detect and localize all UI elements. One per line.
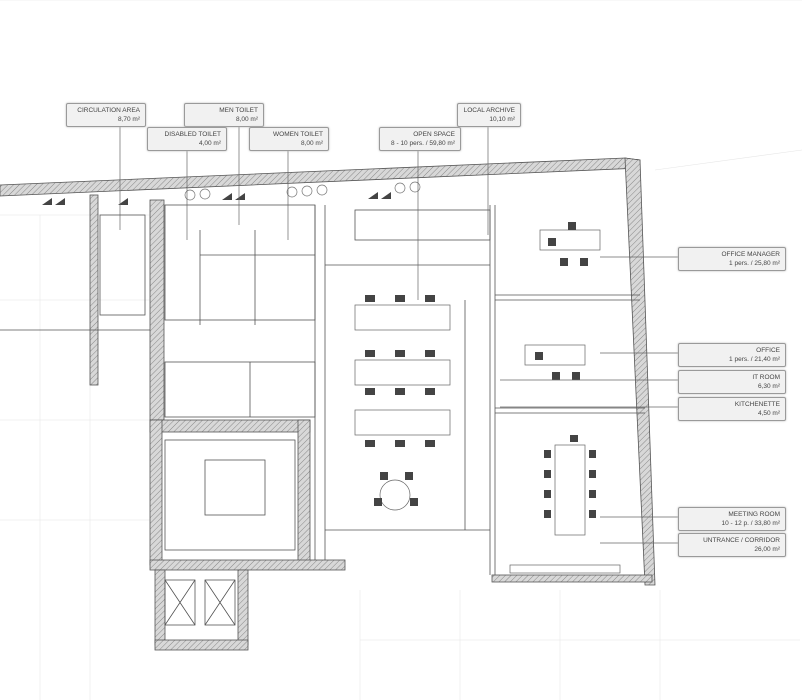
- room-name: CIRCULATION AREA: [77, 107, 140, 114]
- room-area: 1 pers. / 21,40 m²: [729, 356, 780, 363]
- leader-lines: [119, 124, 678, 544]
- label-entrance-corridor: UNTRANCE / CORRIDOR 26,00 m²: [678, 533, 786, 557]
- label-kitchenette: KITCHENETTE 4,50 m²: [678, 397, 786, 421]
- label-open-space: OPEN SPACE 8 - 10 pers. / 59,80 m²: [379, 127, 461, 151]
- room-name: MEETING ROOM: [728, 511, 780, 518]
- room-name: OFFICE: [756, 347, 780, 354]
- label-meeting-room: MEETING ROOM 10 - 12 p. / 33,80 m²: [678, 507, 786, 531]
- label-disabled-toilet: DISABLED TOILET 4,00 m²: [147, 127, 227, 151]
- room-name: KITCHENETTE: [734, 401, 780, 408]
- room-area: 8 - 10 pers. / 59,80 m²: [391, 140, 455, 147]
- room-area: 8,00 m²: [300, 140, 323, 147]
- furniture: [354, 229, 621, 574]
- room-area: 8,70 m²: [117, 116, 140, 123]
- room-name: WOMEN TOILET: [273, 131, 323, 138]
- room-name: IT ROOM: [752, 374, 780, 381]
- skylights: [184, 181, 421, 201]
- interior-walls: [0, 204, 645, 626]
- room-name: DISABLED TOILET: [164, 131, 221, 138]
- room-area: 4,50 m²: [757, 410, 780, 417]
- room-area: 10,10 m²: [489, 116, 515, 123]
- label-circulation-area: CIRCULATION AREA 8,70 m²: [66, 103, 146, 127]
- room-area: 10 - 12 p. / 33,80 m²: [721, 520, 780, 527]
- room-name: LOCAL ARCHIVE: [463, 107, 515, 114]
- exterior-walls: [0, 157, 656, 651]
- label-office-manager: OFFICE MANAGER 1 pers. / 25,80 m²: [678, 247, 786, 271]
- room-area: 6,30 m²: [757, 383, 780, 390]
- room-area: 8,00 m²: [235, 116, 258, 123]
- room-name: UNTRANCE / CORRIDOR: [703, 537, 780, 544]
- room-name: MEN TOILET: [219, 107, 258, 114]
- room-name: OFFICE MANAGER: [721, 251, 780, 258]
- label-it-room: IT ROOM 6,30 m²: [678, 370, 786, 394]
- label-office: OFFICE 1 pers. / 21,40 m²: [678, 343, 786, 367]
- label-local-archive: LOCAL ARCHIVE 10,10 m²: [457, 103, 521, 127]
- chairs: [42, 192, 596, 518]
- room-name: OPEN SPACE: [413, 131, 455, 138]
- room-area: 26,00 m²: [754, 546, 780, 553]
- label-men-toilet: MEN TOILET 8,00 m²: [184, 103, 264, 127]
- room-area: 1 pers. / 25,80 m²: [729, 260, 780, 267]
- room-area: 4,00 m²: [198, 140, 221, 147]
- label-women-toilet: WOMEN TOILET 8,00 m²: [249, 127, 329, 151]
